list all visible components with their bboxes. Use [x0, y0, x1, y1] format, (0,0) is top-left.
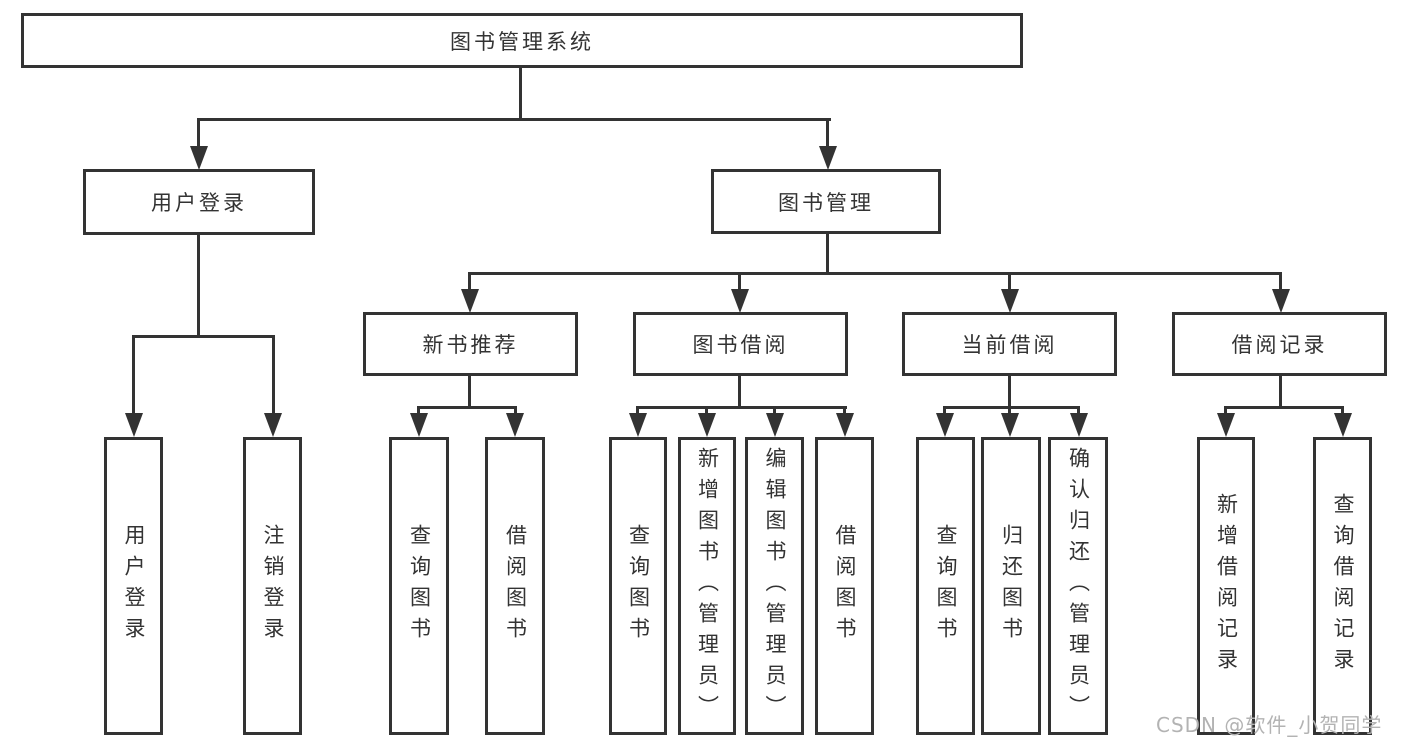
node-current-borrow-label: 当前借阅	[961, 333, 1058, 357]
node-borrow-records-label: 借阅记录	[1231, 333, 1328, 357]
node-user-login: 用户登录	[83, 169, 315, 235]
connector-current-borrow-stem	[1008, 375, 1011, 409]
connector-drop-book-borrow	[738, 272, 741, 292]
leaf-query-borrow-record: 查询借阅记录	[1313, 437, 1372, 735]
connector-book-borrow-stem	[738, 375, 741, 409]
node-book-management: 图书管理	[711, 169, 941, 234]
connector-borrow-records-crossbar	[1224, 406, 1344, 409]
arrowhead-query-book-1	[410, 413, 428, 437]
leaf-logout-label: 注销登录	[261, 524, 285, 648]
connector-drop-leaf-logout	[272, 335, 275, 417]
node-book-management-label: 图书管理	[778, 190, 874, 215]
arrowhead-add-book	[698, 413, 716, 437]
connector-book-management-crossbar	[468, 272, 1282, 275]
leaf-add-book-admin-label: 新增图书（管理员）	[695, 446, 720, 726]
leaf-query-book-2-label: 查询图书	[626, 524, 651, 648]
arrowhead-leaf-user-login	[125, 413, 143, 437]
arrowhead-add-borrow-record	[1217, 413, 1235, 437]
connector-drop-leaf-user-login	[132, 335, 135, 417]
watermark-text: CSDN @软件_小贺同学	[1156, 713, 1383, 737]
connector-drop-borrow-records	[1279, 272, 1282, 292]
leaf-add-borrow-record: 新增借阅记录	[1197, 437, 1255, 735]
arrowhead-leaf-logout	[264, 413, 282, 437]
leaf-user-login-label: 用户登录	[122, 524, 146, 648]
node-new-book-recommend-label: 新书推荐	[422, 333, 519, 357]
leaf-query-book-1: 查询图书	[389, 437, 449, 735]
leaf-edit-book-admin: 编辑图书（管理员）	[745, 437, 804, 735]
arrowhead-book-management	[819, 146, 837, 170]
leaf-query-book-2: 查询图书	[609, 437, 667, 735]
leaf-borrow-book-1: 借阅图书	[485, 437, 545, 735]
connector-current-borrow-crossbar	[943, 406, 1080, 409]
connector-new-book-recommend-stem	[468, 375, 471, 409]
leaf-confirm-return-admin: 确认归还（管理员）	[1048, 437, 1108, 735]
leaf-user-login: 用户登录	[104, 437, 163, 735]
leaf-query-book-3: 查询图书	[916, 437, 975, 735]
connector-drop-new-book-recommend	[468, 272, 471, 292]
node-book-borrow: 图书借阅	[633, 312, 848, 376]
leaf-return-book-label: 归还图书	[999, 524, 1024, 648]
leaf-add-book-admin: 新增图书（管理员）	[678, 437, 736, 735]
arrowhead-current-borrow	[1001, 289, 1019, 313]
arrowhead-return-book	[1001, 413, 1019, 437]
arrowhead-query-book-3	[936, 413, 954, 437]
node-new-book-recommend: 新书推荐	[363, 312, 578, 376]
node-borrow-records: 借阅记录	[1172, 312, 1387, 376]
leaf-query-borrow-record-label: 查询借阅记录	[1331, 493, 1355, 679]
arrowhead-borrow-records	[1272, 289, 1290, 313]
arrowhead-book-borrow	[731, 289, 749, 313]
connector-new-book-recommend-crossbar	[417, 406, 517, 409]
leaf-logout: 注销登录	[243, 437, 302, 735]
leaf-return-book: 归还图书	[981, 437, 1041, 735]
arrowhead-new-book-recommend	[461, 289, 479, 313]
connector-book-management-stem	[826, 232, 829, 275]
leaf-edit-book-admin-label: 编辑图书（管理员）	[763, 446, 787, 726]
arrowhead-user-login	[190, 146, 208, 170]
connector-root-crossbar	[197, 118, 831, 121]
node-book-borrow-label: 图书借阅	[692, 333, 789, 357]
arrowhead-query-borrow-record	[1334, 413, 1352, 437]
arrowhead-borrow-book-1	[506, 413, 524, 437]
connector-book-borrow-crossbar	[636, 406, 847, 409]
leaf-borrow-book-2: 借阅图书	[815, 437, 874, 735]
leaf-borrow-book-2-label: 借阅图书	[833, 524, 857, 648]
node-current-borrow: 当前借阅	[902, 312, 1117, 376]
leaf-query-book-1-label: 查询图书	[407, 524, 432, 648]
arrowhead-confirm-return	[1070, 413, 1088, 437]
connector-user-login-crossbar	[132, 335, 275, 338]
connector-user-login-stem	[197, 233, 200, 337]
node-user-login-label: 用户登录	[151, 191, 247, 215]
connector-borrow-records-stem	[1279, 375, 1282, 409]
leaf-add-borrow-record-label: 新增借阅记录	[1214, 493, 1239, 679]
arrowhead-query-book-2	[629, 413, 647, 437]
arrowhead-edit-book	[766, 413, 784, 437]
leaf-confirm-return-admin-label: 确认归还（管理员）	[1066, 446, 1091, 726]
connector-drop-current-borrow	[1008, 272, 1011, 292]
node-root-label: 图书管理系统	[450, 29, 594, 54]
connector-root-stem	[519, 67, 522, 120]
leaf-query-book-3-label: 查询图书	[934, 524, 958, 648]
leaf-borrow-book-1-label: 借阅图书	[503, 524, 528, 648]
arrowhead-borrow-book-2	[836, 413, 854, 437]
connector-drop-user-login	[197, 118, 200, 150]
node-root: 图书管理系统	[21, 13, 1023, 68]
connector-drop-book-management	[826, 118, 829, 150]
